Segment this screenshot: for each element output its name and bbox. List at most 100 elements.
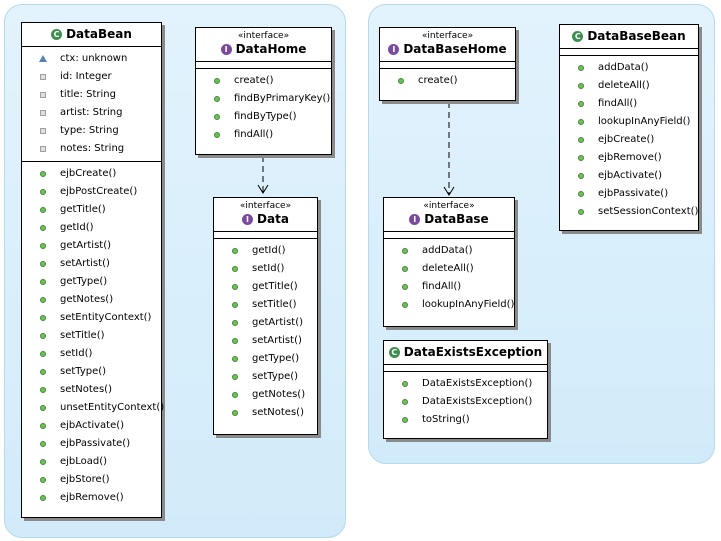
methods-section: getId() setId() getTitle() setTitle() ge… [214, 239, 317, 425]
method-item[interactable]: findByType() [196, 108, 331, 126]
public-method-icon [40, 243, 46, 249]
method-item[interactable]: setNotes() [214, 404, 317, 422]
method-item[interactable]: ejbCreate() [560, 131, 698, 149]
method-item[interactable]: getArtist() [22, 237, 161, 255]
fields-section [384, 365, 547, 372]
field-item[interactable]: title: String [22, 86, 161, 104]
public-method-icon [214, 78, 220, 84]
method-item[interactable]: getNotes() [22, 291, 161, 309]
method-item[interactable]: ejbActivate() [22, 417, 161, 435]
interface-icon: I [220, 44, 232, 55]
public-method-icon [40, 225, 46, 231]
method-item[interactable]: setId() [22, 345, 161, 363]
method-item[interactable]: setEntityContext() [22, 309, 161, 327]
method-item[interactable]: setArtist() [214, 332, 317, 350]
method-item[interactable]: ejbLoad() [22, 453, 161, 471]
public-method-icon [40, 279, 46, 285]
field-item[interactable]: type: String [22, 122, 161, 140]
public-method-icon [402, 381, 408, 387]
field-item[interactable]: ctx: unknown [22, 50, 161, 68]
method-item[interactable]: DataExistsException() [384, 375, 547, 393]
method-item[interactable]: findAll() [196, 126, 331, 144]
dependency-arrowhead [257, 184, 269, 194]
method-item[interactable]: unsetEntityContext() [22, 399, 164, 417]
method-item[interactable]: setSessionContext() [560, 203, 698, 221]
public-method-icon [40, 423, 46, 429]
method-item[interactable]: deleteAll() [560, 77, 698, 95]
method-item[interactable]: deleteAll() [384, 260, 514, 278]
field-item[interactable]: notes: String [22, 140, 161, 158]
public-method-icon [578, 173, 584, 179]
method-item[interactable]: getArtist() [214, 314, 317, 332]
method-item[interactable]: ejbActivate() [560, 167, 698, 185]
stereotype-label: «interface» [421, 31, 474, 41]
method-item[interactable]: getId() [22, 219, 161, 237]
private-field-icon [40, 128, 46, 134]
method-item[interactable]: getType() [214, 350, 317, 368]
method-item[interactable]: DataExistsException() [384, 393, 547, 411]
method-item[interactable]: findAll() [560, 95, 698, 113]
method-item[interactable]: getTitle() [22, 201, 161, 219]
dependency-arrowhead [443, 186, 455, 196]
method-item[interactable]: setType() [22, 363, 161, 381]
method-item[interactable]: lookupInAnyField() [560, 113, 698, 131]
public-method-icon [578, 209, 584, 215]
method-item[interactable]: ejbStore() [22, 471, 161, 489]
interface-icon: I [388, 44, 400, 55]
method-item[interactable]: setNotes() [22, 381, 161, 399]
method-item[interactable]: getNotes() [214, 386, 317, 404]
method-item[interactable]: setArtist() [22, 255, 161, 273]
method-item[interactable]: addData() [384, 242, 514, 260]
public-method-icon [232, 302, 238, 308]
method-item[interactable]: getId() [214, 242, 317, 260]
method-item[interactable]: findAll() [384, 278, 514, 296]
methods-section: addData() deleteAll() findAll() lookupIn… [384, 239, 514, 317]
stereotype-label: «interface» [423, 201, 475, 211]
public-method-icon [232, 284, 238, 290]
public-method-icon [40, 297, 46, 303]
method-item[interactable]: setId() [214, 260, 317, 278]
field-item[interactable]: id: Integer [22, 68, 161, 86]
public-method-icon [402, 284, 408, 290]
public-method-icon [40, 315, 46, 321]
method-item[interactable]: ejbRemove() [560, 149, 698, 167]
method-item[interactable]: setTitle() [214, 296, 317, 314]
method-item[interactable]: lookupInAnyField() [384, 296, 514, 314]
public-method-icon [40, 207, 46, 213]
method-item[interactable]: ejbPassivate() [22, 435, 161, 453]
methods-section: addData() deleteAll() findAll() lookupIn… [560, 56, 698, 224]
private-field-icon [40, 74, 46, 80]
method-item[interactable]: ejbCreate() [22, 165, 161, 183]
public-method-icon [40, 171, 46, 177]
method-item[interactable]: ejbRemove() [22, 489, 161, 507]
method-item[interactable]: create() [196, 72, 331, 90]
method-item[interactable]: ejbPostCreate() [22, 183, 161, 201]
method-item[interactable]: getTitle() [214, 278, 317, 296]
field-item[interactable]: artist: String [22, 104, 161, 122]
method-item[interactable]: setTitle() [22, 327, 161, 345]
public-method-icon [232, 410, 238, 416]
method-item[interactable]: setType() [214, 368, 317, 386]
public-method-icon [40, 261, 46, 267]
public-method-icon [40, 387, 46, 393]
methods-section: DataExistsException() DataExistsExceptio… [384, 372, 547, 432]
public-method-icon [398, 78, 404, 84]
method-item[interactable]: create() [380, 72, 515, 90]
method-item[interactable]: toString() [384, 411, 547, 429]
method-item[interactable]: ejbPassivate() [560, 185, 698, 203]
fields-section: ctx: unknown id: Integer title: String a… [22, 47, 161, 162]
method-item[interactable]: getType() [22, 273, 161, 291]
public-method-icon [578, 101, 584, 107]
methods-section: create() [380, 69, 515, 93]
method-item[interactable]: findByPrimaryKey() [196, 90, 331, 108]
method-item[interactable]: addData() [560, 59, 698, 77]
public-method-icon [402, 248, 408, 254]
